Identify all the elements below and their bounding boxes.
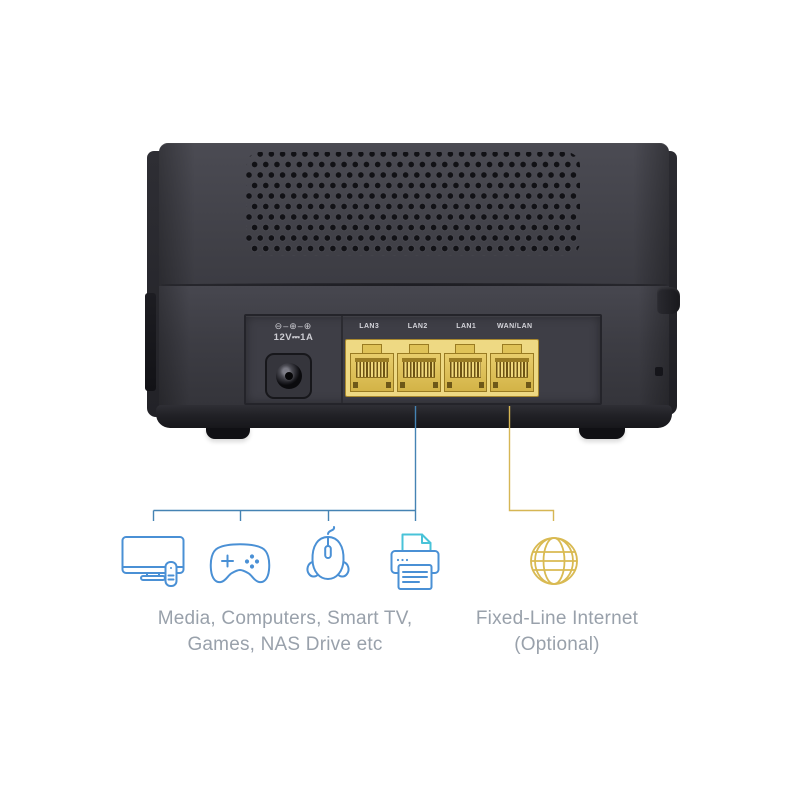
wan-caption-line1: Fixed-Line Internet bbox=[475, 608, 639, 629]
router-base bbox=[156, 405, 672, 428]
rj45-housing bbox=[350, 353, 394, 392]
reset-pin bbox=[655, 367, 663, 376]
rj45-notch bbox=[432, 382, 438, 388]
rj45-housing bbox=[490, 353, 534, 392]
rj45-slot bbox=[495, 358, 529, 362]
game-controller-icon bbox=[209, 543, 271, 584]
panel-divider bbox=[341, 316, 343, 403]
rj45-notch bbox=[353, 382, 358, 388]
ethernet-port-block bbox=[345, 339, 539, 397]
lan-caption: Media, Computers, Smart TV, Games, NAS D… bbox=[125, 606, 445, 658]
ethernet-port-lan3 bbox=[350, 344, 394, 392]
rj45-housing bbox=[443, 353, 488, 392]
rj45-notch bbox=[526, 382, 531, 388]
rj45-notch bbox=[399, 382, 405, 388]
ethernet-port-lan2 bbox=[396, 344, 441, 392]
body-seam bbox=[161, 283, 667, 287]
rj45-latch-slot bbox=[408, 344, 429, 354]
rj45-slot bbox=[355, 358, 389, 362]
port-label-lan1: LAN1 bbox=[456, 323, 477, 330]
rj45-latch-slot bbox=[455, 344, 476, 354]
rj45-latch-slot bbox=[502, 344, 523, 354]
port-label-lan3: LAN3 bbox=[359, 323, 380, 330]
rj45-notch bbox=[446, 382, 452, 388]
printer-icon bbox=[390, 533, 440, 590]
vent-grille bbox=[246, 152, 580, 256]
port-labels-row: LAN3 LAN2 LAN1 WAN/LAN bbox=[345, 323, 539, 330]
rj45-notch bbox=[385, 382, 391, 388]
rj45-pins bbox=[449, 362, 482, 378]
dc-jack-barrel bbox=[275, 363, 302, 389]
io-panel: ⊖–⊕–⊕ 12V⎓1A LAN3 LAN2 LAN1 WAN/LAN bbox=[244, 314, 602, 405]
power-button bbox=[657, 287, 680, 314]
dc-power-jack bbox=[265, 353, 312, 399]
rj45-latch-slot bbox=[361, 344, 382, 354]
ethernet-port-lan1 bbox=[443, 344, 488, 392]
tv-icon bbox=[121, 536, 185, 587]
mouse-icon bbox=[306, 526, 350, 580]
rj45-notch bbox=[479, 382, 485, 388]
power-rating-label: 12V⎓1A bbox=[273, 332, 314, 343]
router-side-slot bbox=[145, 293, 156, 391]
port-label-lan2: LAN2 bbox=[407, 323, 428, 330]
rj45-slot bbox=[401, 358, 436, 362]
rj45-pins bbox=[356, 362, 388, 378]
globe-icon bbox=[530, 537, 578, 585]
port-label-wanlan: WAN/LAN bbox=[497, 323, 533, 330]
rj45-slot bbox=[448, 358, 483, 362]
rj45-housing bbox=[396, 353, 441, 392]
power-polarity-symbol: ⊖–⊕–⊕ bbox=[274, 321, 313, 331]
lan-caption-line1: Media, Computers, Smart TV, bbox=[157, 608, 413, 629]
ethernet-port-wanlan bbox=[490, 344, 534, 392]
rj45-pins bbox=[402, 362, 435, 378]
lan-caption-line2: Games, NAS Drive etc bbox=[187, 634, 383, 655]
wan-caption: Fixed-Line Internet (Optional) bbox=[457, 606, 657, 658]
rj45-notch bbox=[493, 382, 499, 388]
rj45-pins bbox=[496, 362, 528, 378]
wan-caption-line2: (Optional) bbox=[514, 634, 600, 655]
